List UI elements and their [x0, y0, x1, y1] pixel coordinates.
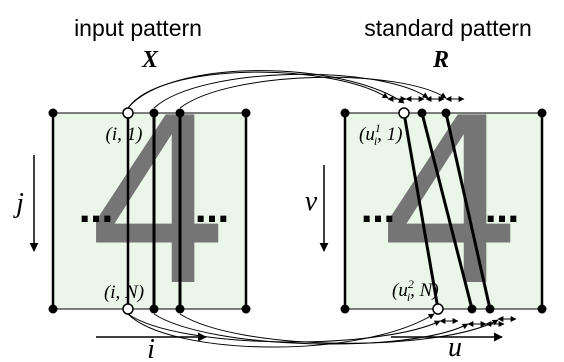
left-panel: 4 (i, 1) (i, N) … … j i	[13, 70, 251, 362]
left-bottom-dot-3	[175, 304, 185, 314]
right-warp-line-2	[420, 112, 474, 310]
right-symbol: R	[432, 47, 449, 73]
right-bottom-label-prefix: (u	[392, 280, 408, 301]
right-warp-line-i	[402, 112, 440, 310]
right-top-dot-1	[340, 108, 350, 118]
left-ellipsis-right: …	[195, 191, 229, 231]
right-bottom-dot-3	[485, 304, 495, 314]
right-warp-line-3	[444, 112, 492, 310]
right-top-open-node	[398, 107, 410, 119]
right-bottom-dot-4	[537, 304, 547, 314]
left-title: input pattern	[74, 15, 202, 41]
right-bottom-open-node	[432, 303, 444, 315]
right-bottom-dot-2	[467, 304, 477, 314]
right-top-dot-4	[537, 108, 547, 118]
top-correspondence-arrows	[127, 70, 447, 109]
right-top-label-sup: 1	[375, 121, 381, 135]
left-top-dot-4	[241, 108, 251, 118]
left-vertical-axis-label: j	[13, 188, 24, 219]
left-symbol: X	[141, 47, 159, 73]
left-bottom-open-node	[122, 303, 134, 315]
right-bottom-label-suffix: , N)	[410, 280, 439, 301]
right-top-dot-3	[441, 108, 451, 118]
left-bottom-label: (i, N)	[104, 282, 144, 303]
left-top-dot-2	[149, 108, 159, 118]
left-bottom-dot-4	[241, 304, 251, 314]
bottom-correspondence-arrows	[127, 313, 499, 348]
right-bottom-dot-1	[340, 304, 350, 314]
right-ellipsis-left: …	[361, 191, 395, 231]
right-top-label-suffix: , 1)	[377, 124, 402, 145]
left-bottom-dot-2	[149, 304, 159, 314]
left-ellipsis-left: …	[79, 191, 113, 231]
left-horizontal-axis-label: i	[147, 334, 155, 362]
right-top-label-prefix: (u	[359, 124, 375, 145]
right-horizontal-axis-label: u	[448, 332, 462, 362]
right-top-label-sub: i	[374, 134, 377, 148]
right-vertical-axis-label: v	[305, 186, 318, 217]
right-ellipsis-right: …	[485, 191, 519, 231]
right-bottom-label-sup: 2	[408, 277, 414, 291]
left-top-dot-3	[175, 108, 185, 118]
right-top-dot-2	[417, 108, 427, 118]
left-panel-background	[52, 112, 247, 310]
left-top-open-node	[122, 107, 134, 119]
left-top-dot-1	[48, 108, 58, 118]
right-title: standard pattern	[364, 15, 532, 41]
left-top-label: (i, 1)	[106, 124, 143, 145]
left-bottom-dot-1	[48, 304, 58, 314]
right-bottom-label-sub: i	[407, 290, 410, 304]
